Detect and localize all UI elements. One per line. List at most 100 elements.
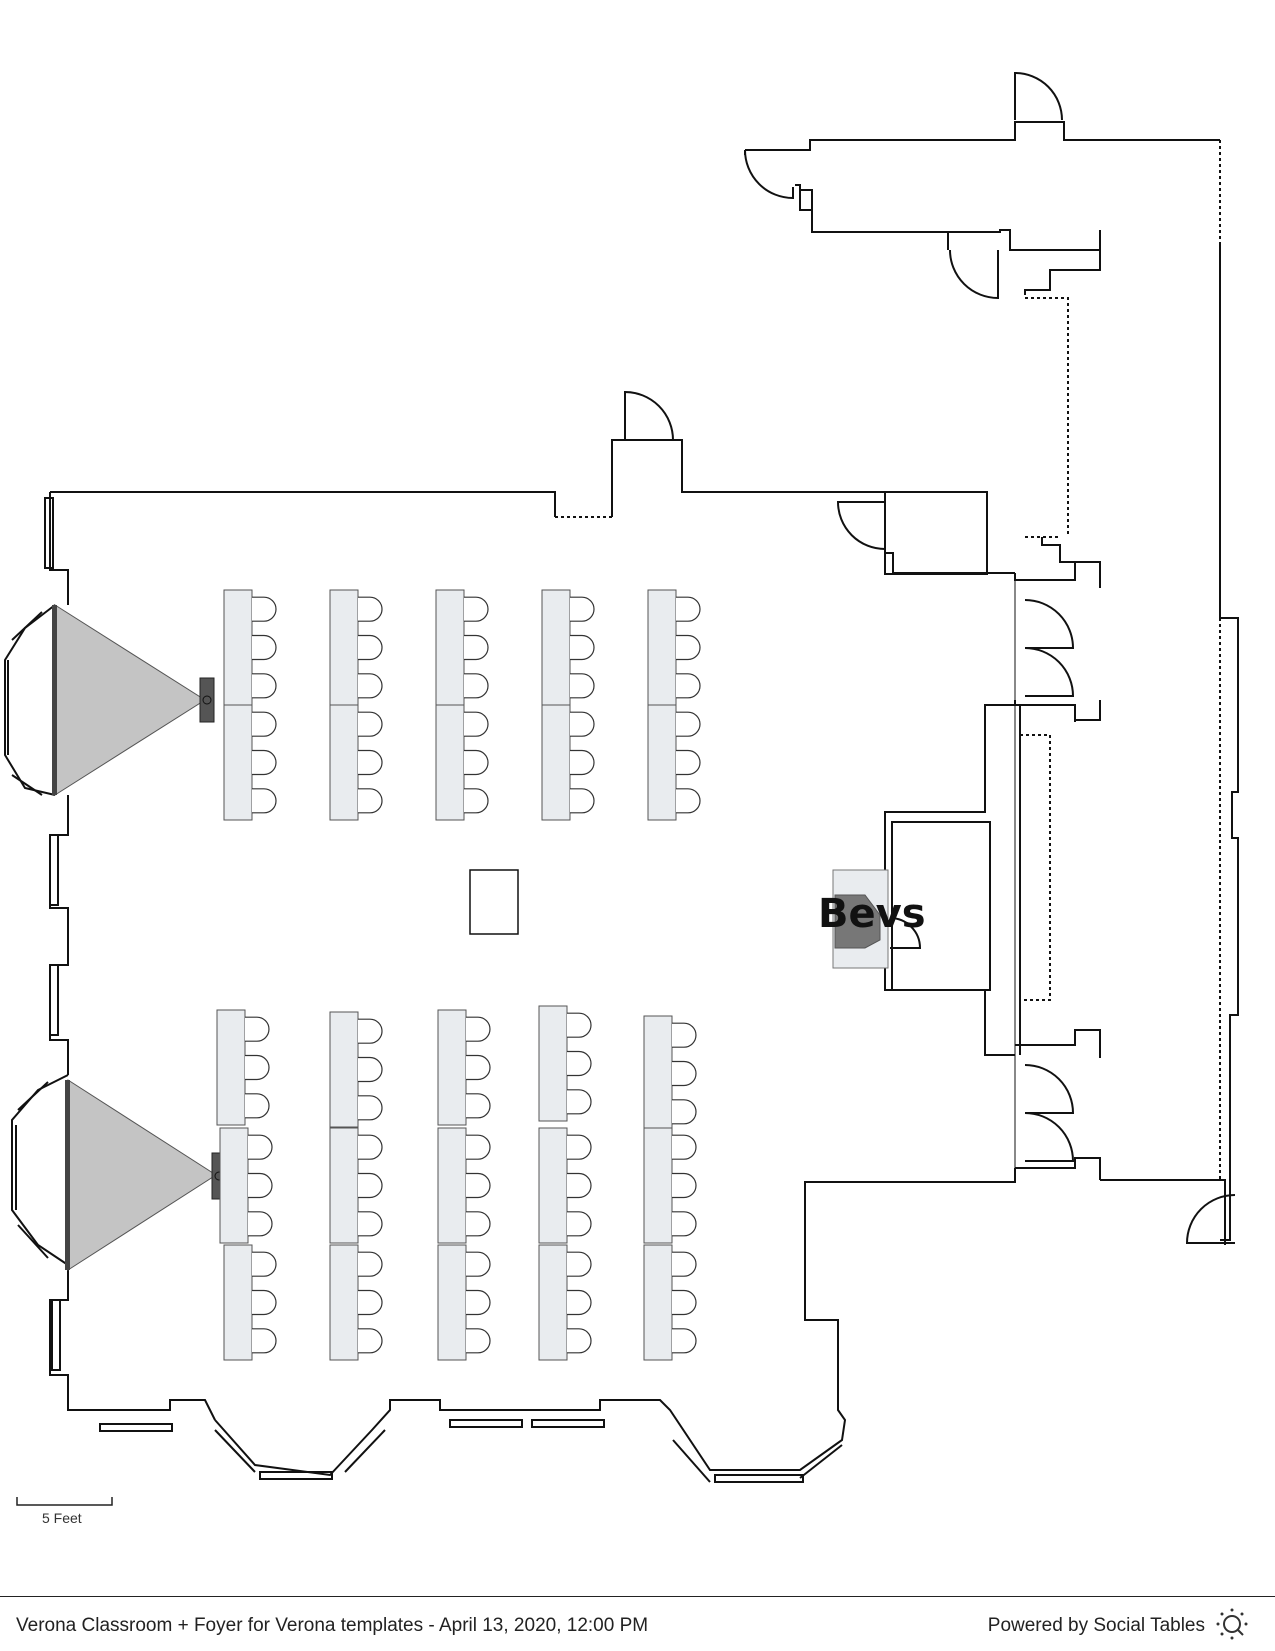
chair	[466, 1328, 491, 1354]
table	[437, 1009, 467, 1126]
chair	[245, 1093, 270, 1119]
table	[329, 1011, 359, 1128]
chair	[567, 1328, 592, 1354]
chair	[358, 1134, 383, 1160]
chair	[464, 673, 489, 699]
chair	[358, 1095, 383, 1121]
chair	[672, 1328, 697, 1354]
table	[643, 1015, 673, 1132]
projector-top-lens	[202, 695, 212, 705]
table	[643, 1127, 673, 1244]
chair	[672, 1134, 697, 1160]
chair	[466, 1054, 491, 1081]
social-tables-logo-icon	[1216, 1608, 1248, 1640]
av-setup	[52, 604, 227, 1271]
table	[223, 589, 253, 706]
projection-cone-top	[54, 604, 206, 796]
chair	[567, 1211, 592, 1237]
chair	[466, 1251, 491, 1277]
chair	[676, 749, 701, 776]
chair	[252, 634, 277, 661]
table	[538, 1005, 568, 1122]
chair	[567, 1050, 592, 1077]
chair	[464, 788, 489, 814]
chair	[567, 1089, 592, 1115]
chair	[358, 749, 383, 776]
door-bevs	[889, 917, 922, 949]
chair	[464, 596, 489, 622]
chair	[358, 634, 383, 661]
chair	[570, 634, 595, 661]
chair	[464, 711, 489, 737]
scale-label: 5 Feet	[42, 1510, 82, 1526]
chair	[466, 1289, 491, 1316]
chair	[358, 1018, 383, 1044]
chair	[672, 1211, 697, 1237]
chair	[672, 1060, 697, 1087]
table	[223, 1244, 253, 1361]
chair	[570, 673, 595, 699]
chair	[358, 1289, 383, 1316]
bevs-label: Bevs	[818, 891, 926, 937]
chair	[676, 788, 701, 814]
table	[538, 1127, 568, 1244]
screen-bottom	[65, 1080, 70, 1270]
chair	[358, 711, 383, 737]
chair	[567, 1172, 592, 1199]
chair	[466, 1093, 491, 1119]
table	[223, 704, 253, 821]
table	[647, 704, 677, 821]
chair	[676, 673, 701, 699]
door-double-top-b	[1024, 647, 1075, 697]
chair	[252, 749, 277, 776]
table	[435, 704, 465, 821]
table	[219, 1127, 249, 1244]
door-foyer-bottom-right	[1185, 1194, 1236, 1244]
chair	[252, 711, 277, 737]
chair	[358, 1328, 383, 1354]
chair	[466, 1172, 491, 1199]
floor-plan: Bevs 5 Feet	[4, 71, 1239, 1526]
footer-title: Verona Classroom + Foyer for Verona temp…	[16, 1615, 649, 1636]
chair	[358, 673, 383, 699]
table	[437, 1127, 467, 1244]
chair	[672, 1251, 697, 1277]
table	[541, 589, 571, 706]
chair	[252, 1328, 277, 1354]
chair	[672, 1172, 697, 1199]
chair	[358, 1211, 383, 1237]
footer: Verona Classroom + Foyer for Verona temp…	[0, 1596, 1275, 1651]
table	[329, 704, 359, 821]
chair	[676, 596, 701, 622]
door-foyer-top	[1014, 71, 1063, 121]
chair	[252, 673, 277, 699]
door-double-top-a	[1024, 599, 1075, 649]
table	[329, 1244, 359, 1361]
chair	[570, 749, 595, 776]
chair	[248, 1134, 273, 1160]
door-double-bottom-b	[1024, 1112, 1075, 1162]
chair	[358, 788, 383, 814]
chair	[570, 711, 595, 737]
door-double-bottom-a	[1024, 1064, 1075, 1114]
chair	[466, 1211, 491, 1237]
bevs-station: Bevs	[818, 869, 926, 969]
walls	[4, 121, 1239, 1483]
chair	[567, 1251, 592, 1277]
table	[329, 589, 359, 706]
projector-top	[199, 677, 215, 723]
table	[647, 589, 677, 706]
chair	[570, 596, 595, 622]
door-foyer-lower	[949, 249, 999, 300]
table	[216, 1009, 246, 1126]
projection-cone-bottom	[67, 1079, 217, 1271]
door-corner-room	[836, 501, 886, 550]
chair	[567, 1289, 592, 1316]
chair	[676, 711, 701, 737]
chair	[358, 596, 383, 622]
doors	[624, 71, 1236, 1244]
chair	[252, 788, 277, 814]
chair	[672, 1099, 697, 1125]
chair	[464, 749, 489, 776]
chair	[464, 634, 489, 661]
